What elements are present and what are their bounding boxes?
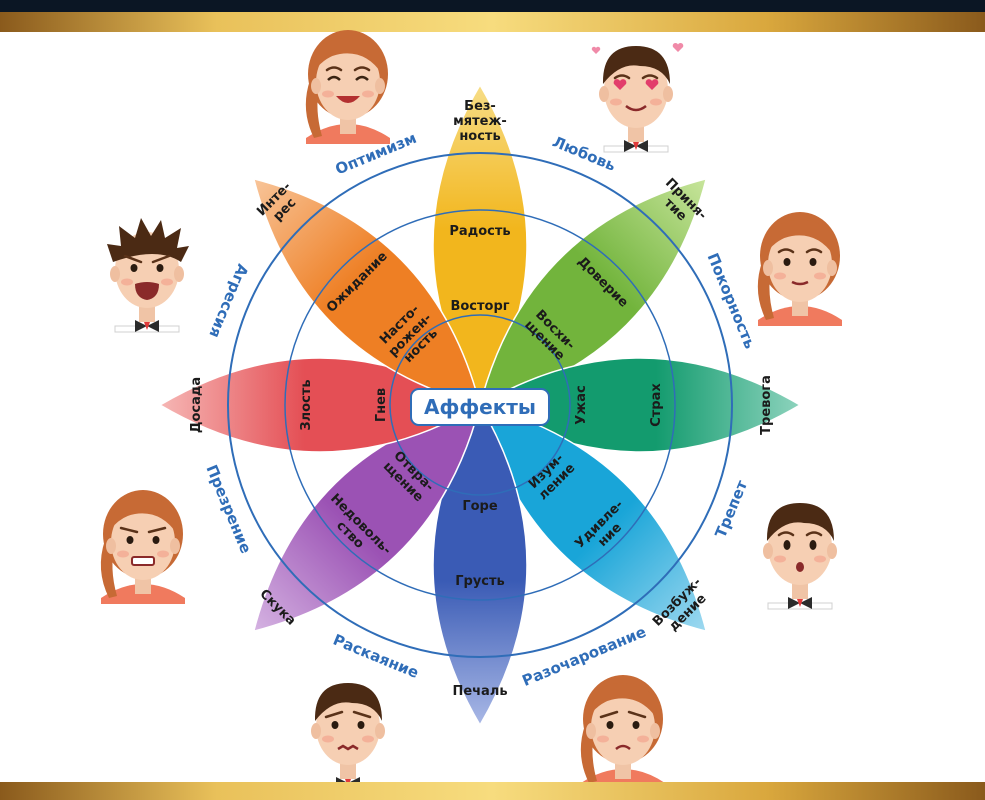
face-submission (757, 212, 842, 326)
petal-south-west (252, 403, 482, 633)
outer-label-1: Любовь (550, 133, 619, 175)
petal-east (478, 357, 802, 453)
ring-2 (227, 152, 733, 658)
petal-label-south-1: Грусть (455, 574, 505, 589)
center-badge-box (410, 388, 550, 426)
top-gold-border (0, 12, 985, 32)
face-disappointment (580, 675, 665, 789)
petal-label-west-2: Гнев (374, 388, 389, 422)
petal-south (432, 403, 528, 727)
face-love (591, 42, 684, 153)
face-optimism (305, 30, 390, 144)
faces-layer (100, 30, 842, 790)
top-frame-bar (0, 0, 985, 12)
face-remorse (311, 683, 385, 790)
petal-label-west-1: Злость (299, 379, 314, 430)
bottom-gold-border (0, 782, 985, 800)
petal-label-east-1: Страх (649, 383, 664, 427)
petals-layer (158, 83, 802, 727)
petal-north-east (478, 177, 708, 407)
ring-0 (389, 314, 571, 496)
petal-label-west-0: Досада (189, 377, 204, 433)
petal-label-east-2: Ужас (574, 385, 589, 424)
center-label: Аффекты (424, 395, 536, 419)
face-contempt (100, 490, 185, 604)
face-aggression (107, 218, 189, 333)
outer-label-6: Презрение (202, 462, 255, 556)
petal-south-east (478, 403, 708, 633)
ring-1 (284, 209, 676, 601)
petal-label-north-1: Радость (449, 224, 510, 239)
outer-label-7: Агрессия (205, 261, 252, 340)
petal-label-south-2: Горе (462, 499, 498, 514)
petal-label-north-0: Без-мятеж-ность (453, 99, 507, 144)
petal-label-east-0: Тревога (759, 375, 774, 435)
center-badge: Аффекты (410, 388, 550, 426)
petal-label-north-2: Восторг (450, 299, 509, 314)
outer-label-2: Покорность (704, 250, 760, 351)
outer-label-5: Раскаяние (330, 631, 421, 682)
petal-label-south-0: Печаль (452, 684, 507, 699)
petal-north-west (252, 177, 482, 407)
petal-north (432, 83, 528, 407)
petal-west (158, 357, 482, 453)
face-awe (763, 503, 837, 610)
rings-layer (227, 152, 733, 658)
